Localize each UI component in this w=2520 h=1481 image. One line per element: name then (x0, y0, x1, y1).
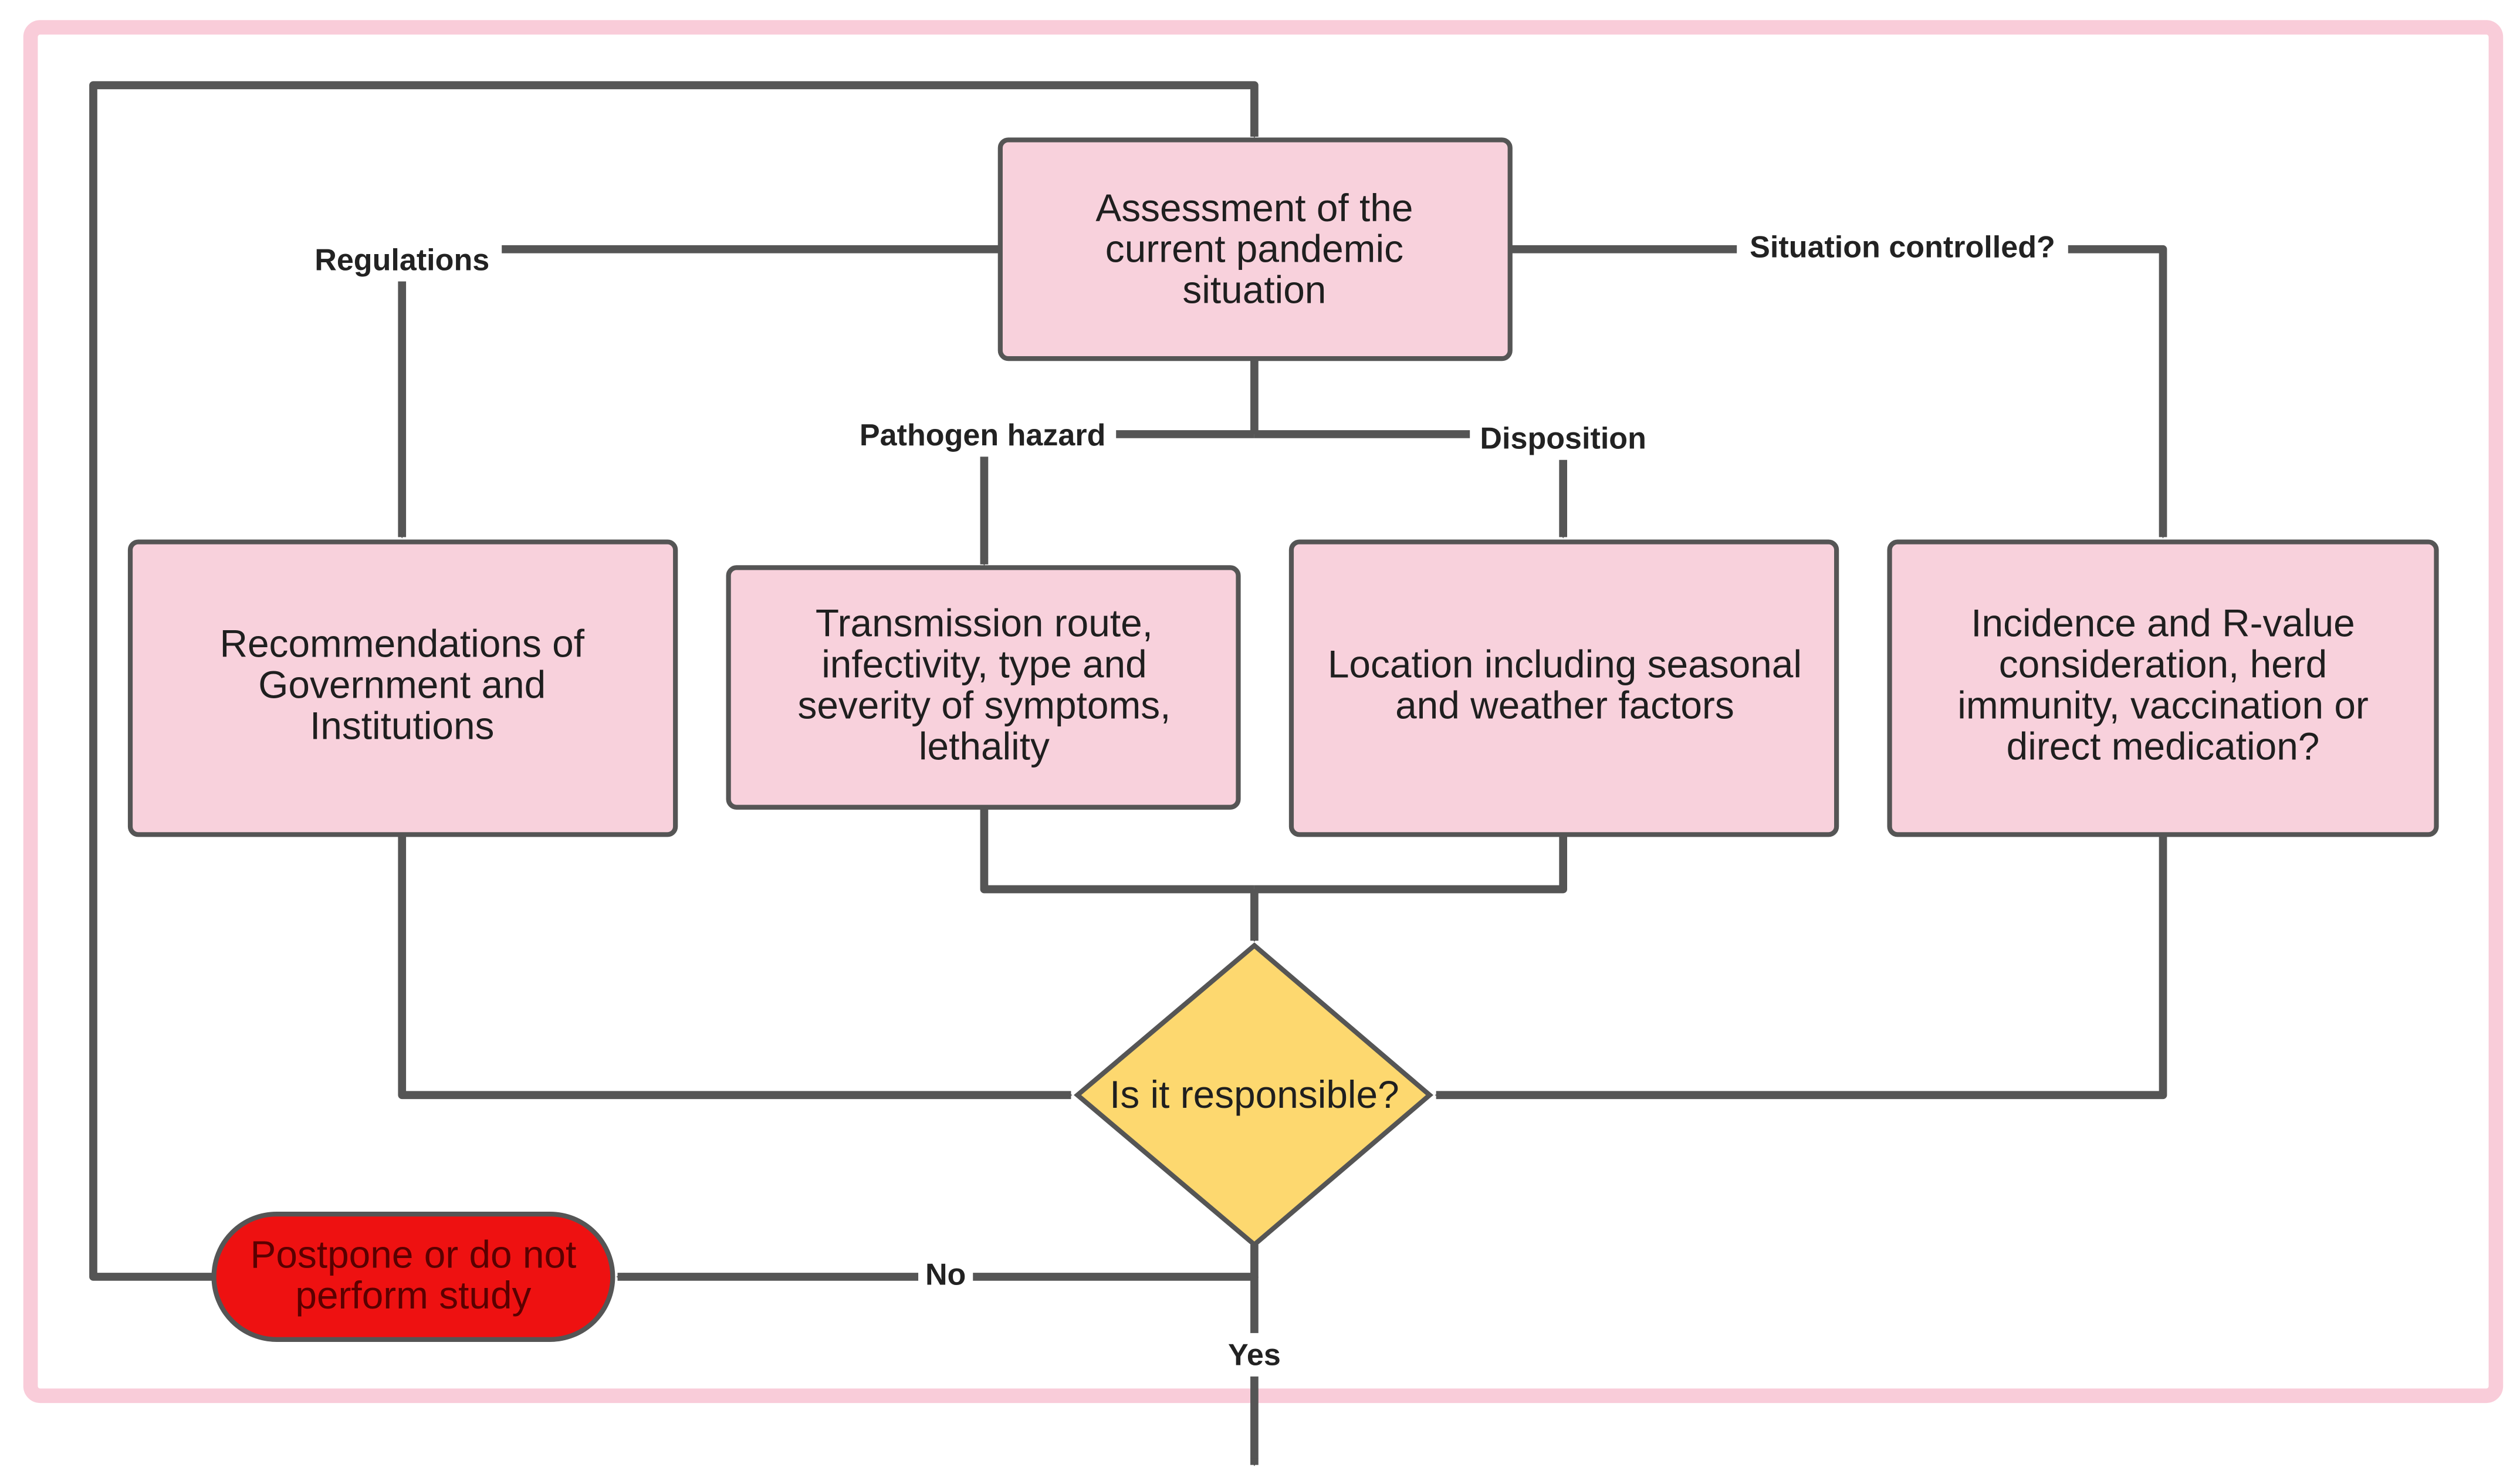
edge-recommendations-to-decision (398, 834, 1073, 1100)
node-text-line: immunity, vaccination or (1957, 683, 2369, 726)
node-text-line: Government and (258, 662, 546, 706)
diagram-frame (23, 20, 2504, 1404)
edge-postpone-loop (89, 81, 1259, 1281)
edge-incidence-to-decision (1435, 834, 2167, 1100)
node-text-line: direct medication? (2007, 724, 2320, 767)
edge-labels: Regulations Situation controlled? Pathog… (302, 226, 2068, 1377)
connectors (89, 81, 2167, 1466)
label-pathogen-hazard: Pathogen hazard (860, 418, 1105, 452)
location-box (1288, 539, 1839, 837)
node-text-line: lethality (919, 724, 1050, 767)
node-text-line: perform study (295, 1273, 531, 1317)
transmission-text: Transmission route,infectivity, type and… (797, 601, 1171, 768)
node-text-line: Postpone or do not (251, 1232, 577, 1276)
incidence-box (1887, 539, 2439, 837)
edge-assessment-to-incidence (1510, 245, 2167, 539)
postpone-terminal (211, 1211, 615, 1342)
label-no: No (925, 1258, 966, 1292)
node-text-line: severity of symptoms, (797, 683, 1171, 726)
node-transmission: Transmission route,infectivity, type and… (726, 565, 1241, 810)
node-text-line: Institutions (310, 704, 494, 747)
node-text-line: Transmission route, (816, 601, 1153, 645)
node-text-line: Location including seasonal (1328, 643, 1802, 686)
label-yes: Yes (1228, 1338, 1281, 1372)
node-text-line: Assessment of the (1095, 186, 1413, 229)
edge-transmission-merge (980, 807, 1254, 894)
label-disposition: Disposition (1480, 422, 1646, 456)
node-text-line: situation (1182, 268, 1326, 312)
label-situation-controlled: Situation controlled? (1750, 230, 2055, 264)
node-text-line: Incidence and R-value (1971, 601, 2355, 645)
node-decision: Is it responsible? (1074, 942, 1433, 1248)
transmission-box (726, 565, 1241, 810)
assessment-box (997, 137, 1513, 361)
decision-diamond (1074, 942, 1433, 1248)
edge-location-merge (1254, 834, 1568, 894)
decision-text: Is it responsible? (1110, 1073, 1399, 1116)
node-text-line: Is it responsible? (1110, 1073, 1399, 1116)
node-text-line: infectivity, type and (821, 643, 1146, 686)
label-regulations: Regulations (314, 243, 489, 277)
node-text-line: Recommendations of (219, 621, 584, 665)
recommendations-box (127, 539, 678, 837)
node-text-line: consideration, herd (1999, 643, 2327, 686)
node-text-line: and weather factors (1395, 683, 1734, 726)
node-text-line: current pandemic (1105, 227, 1403, 270)
